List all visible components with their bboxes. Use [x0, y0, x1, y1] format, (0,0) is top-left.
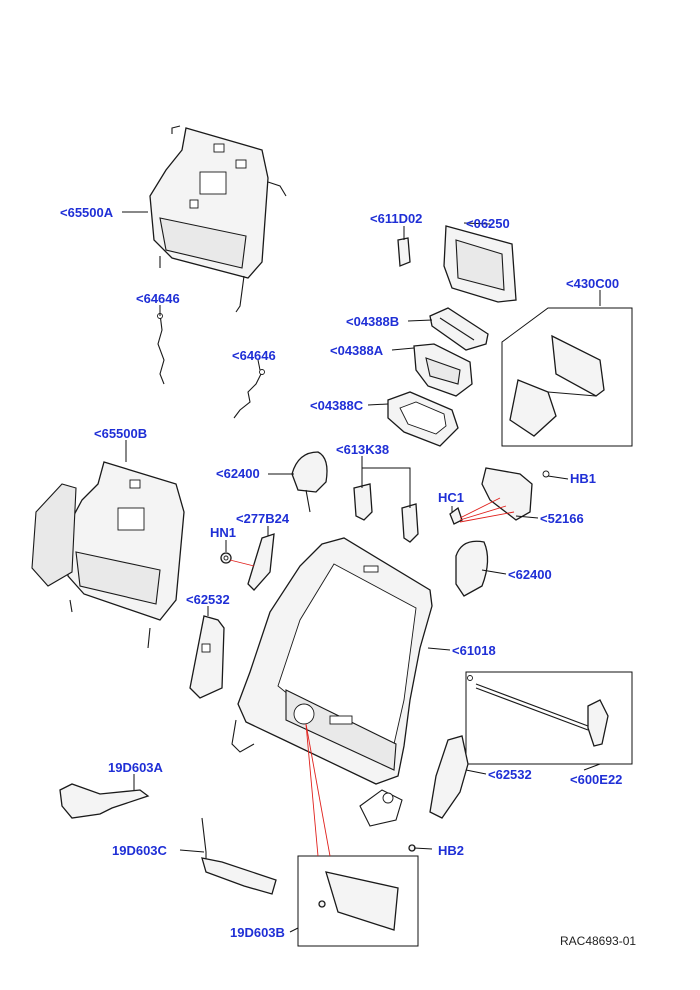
part-62400-head-upper	[291, 451, 328, 513]
part-19d603a-harness	[59, 783, 150, 819]
part-613k38-guide-right	[401, 503, 419, 543]
part-65500a-back-panel	[149, 125, 287, 313]
label-04388b: <04388B	[346, 314, 400, 329]
label-62532-a: <62532	[186, 592, 230, 607]
label-277b24: <277B24	[236, 511, 290, 526]
label-613k38: <613K38	[336, 442, 390, 457]
part-611d02-clip	[397, 237, 411, 267]
label-04388c: <04388C	[310, 398, 364, 413]
label-19d603c: 19D603C	[112, 843, 167, 858]
part-06250-housing	[443, 225, 517, 303]
part-hn1-nut	[220, 552, 232, 564]
part-04388a-bracket	[413, 343, 473, 397]
label-611d02: <611D02	[370, 211, 423, 226]
part-64646-cable-a	[157, 313, 165, 385]
part-19d603b-detail	[297, 855, 419, 947]
label-61018: <61018	[452, 643, 496, 658]
part-613k38-guide-left	[353, 483, 373, 521]
label-19d603a: 19D603A	[108, 760, 163, 775]
part-62400-head-lower	[455, 540, 489, 597]
label-62400-b: <62400	[508, 567, 552, 582]
label-600e22: <600E22	[570, 772, 623, 787]
part-04388b-bracket	[429, 307, 489, 351]
label-04388a: <04388A	[330, 343, 384, 358]
label-52166: <52166	[540, 511, 584, 526]
part-62532-cover-right	[429, 735, 469, 819]
label-06250: <06250	[466, 216, 510, 231]
part-52166-bracket	[481, 467, 550, 521]
part-430c00-detail	[501, 307, 633, 447]
part-277b24-latch	[247, 533, 275, 591]
part-61018-main-frame	[231, 537, 433, 827]
part-19d603c-bracket	[201, 817, 277, 895]
label-64646-a: <64646	[136, 291, 180, 306]
part-04388c-bezel	[387, 391, 459, 447]
label-hb2: HB2	[438, 843, 465, 858]
label-430c00: <430C00	[566, 276, 620, 291]
part-65500b-back-panel	[31, 461, 185, 649]
leader-lines	[122, 211, 601, 933]
label-hn1: HN1	[210, 525, 237, 540]
part-hc1-clip	[449, 506, 463, 525]
label-65500a: <65500A	[60, 205, 114, 220]
label-62532-b: <62532	[488, 767, 532, 782]
part-600e22-rod	[465, 671, 633, 765]
label-hc1: HC1	[438, 490, 465, 505]
label-hb1: HB1	[570, 471, 597, 486]
part-62532-cover-left	[189, 615, 225, 699]
label-65500b: <65500B	[94, 426, 148, 441]
label-19d603b: 19D603B	[230, 925, 285, 940]
label-64646-b: <64646	[232, 348, 276, 363]
diagram-reference: RAC48693-01	[560, 934, 637, 948]
part-64646-cable-b	[233, 369, 265, 419]
label-62400-a: <62400	[216, 466, 260, 481]
